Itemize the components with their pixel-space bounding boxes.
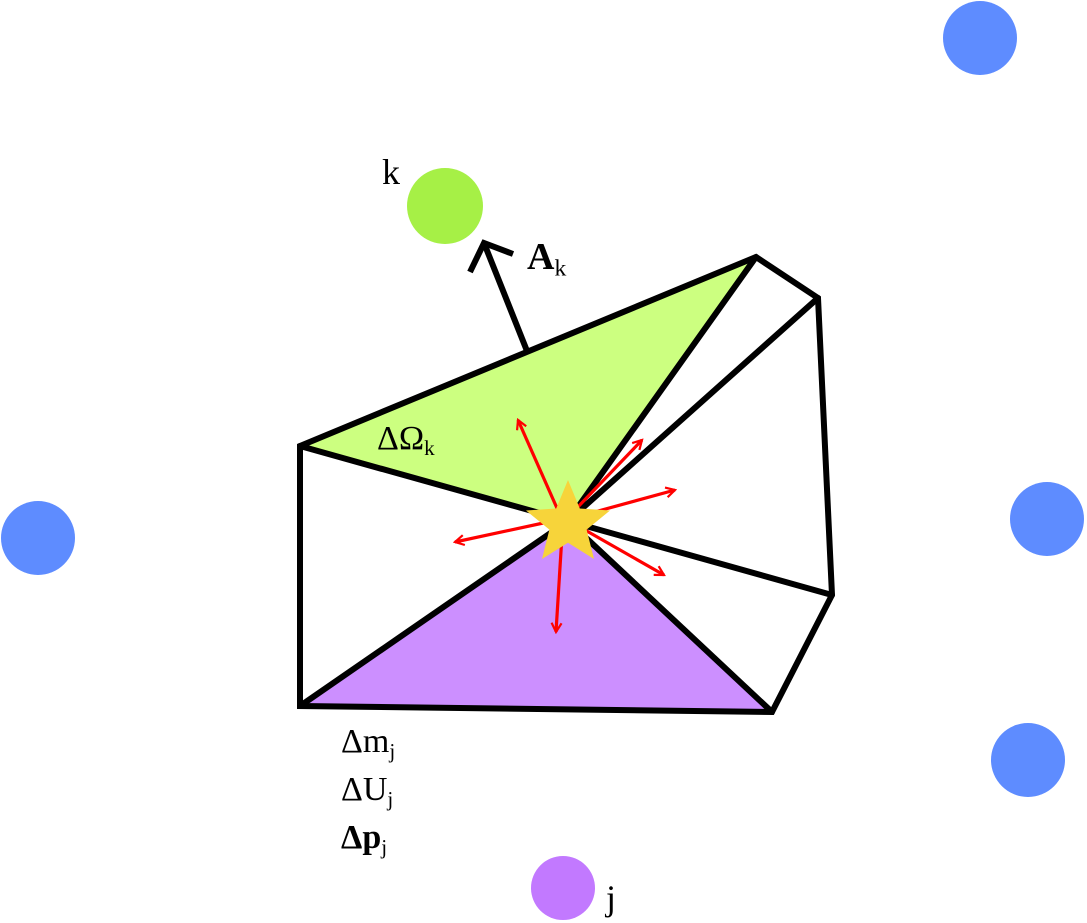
center-star: [526, 480, 610, 559]
neighbor-particle-left: [1, 501, 75, 575]
particle-k: [407, 168, 483, 244]
normal-arrow-ak: [467, 239, 530, 353]
face-area-green-triangle: [300, 257, 756, 521]
neighbor-particle-bottom-right: [991, 723, 1065, 797]
spoke-right: [565, 518, 835, 598]
flux-arrows: [455, 420, 675, 632]
label-delta-p: Δpj: [341, 819, 388, 859]
flux-arrow-upper-right: [573, 440, 642, 512]
spoke-upper-left: [297, 443, 571, 524]
mass-area-purple-triangle: [300, 521, 772, 712]
label-j: j: [606, 878, 617, 918]
spoke-top: [565, 254, 759, 524]
label-volume-omega: ΔΩk: [377, 420, 435, 460]
flux-arrow-upper-left: [518, 420, 562, 516]
neighbor-particle-top-right: [943, 1, 1017, 75]
spoke-top-right: [565, 295, 821, 524]
neighbor-particle-right: [1010, 482, 1084, 556]
label-k: k: [382, 152, 400, 192]
mesh-spokes: [297, 254, 835, 715]
flux-arrow-right-down: [584, 528, 664, 577]
flux-arrow-down: [556, 534, 564, 632]
label-delta-m: Δmj: [341, 723, 396, 763]
label-area-normal: Ak: [527, 236, 567, 282]
spoke-bottom-right: [565, 518, 775, 715]
spoke-bottom-left: [297, 518, 571, 709]
label-delta-u: ΔUj: [341, 771, 394, 811]
flux-arrow-left: [455, 520, 549, 542]
particle-j: [531, 856, 595, 920]
